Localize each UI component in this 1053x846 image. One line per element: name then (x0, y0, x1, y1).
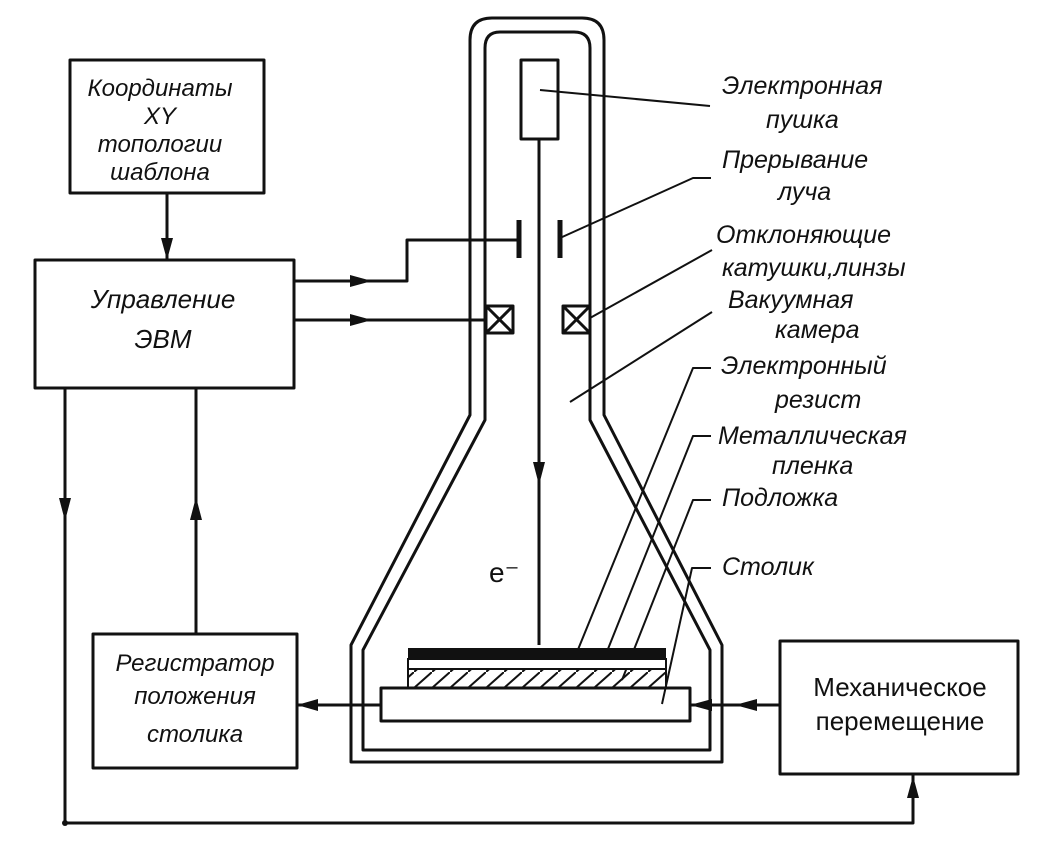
stage (379, 686, 692, 723)
electron-resist-layer (408, 648, 666, 659)
coord-label-1: Координаты (87, 75, 232, 102)
leader-deflection (589, 249, 713, 319)
deflection-coil-left (484, 304, 515, 335)
registrar-label-3: столика (147, 721, 243, 748)
coord-label-4: шаблона (110, 159, 210, 186)
blanking-label-1: Прерывание (722, 146, 868, 174)
leader-vacuum (569, 311, 713, 403)
arrow-registrar-up (190, 497, 202, 520)
arrow-to-computer (161, 238, 173, 260)
substrate-layer (407, 668, 667, 689)
computer-label-2: ЭВМ (134, 324, 191, 354)
arrow-to-stage (690, 699, 712, 711)
gun-label-2: пушка (766, 106, 839, 134)
computer-block (33, 258, 296, 390)
mechanical-block (778, 639, 1020, 776)
computer-label-1: Управление (90, 284, 236, 314)
leader-resist (576, 367, 711, 653)
arrow-to-blanking (350, 275, 372, 287)
stage-label: Столик (722, 553, 815, 581)
vacuum-label-2: камера (775, 316, 860, 344)
arrow-to-mechanical (907, 776, 919, 798)
mechanical-label-1: Механическое (813, 672, 986, 702)
arrow-to-deflection (350, 314, 372, 326)
leader-metal (601, 435, 711, 665)
vacuum-label-1: Вакуумная (728, 286, 854, 314)
mechanical-label-2: перемещение (816, 706, 985, 736)
gun-label-1: Электронная (722, 72, 883, 100)
arrow-from-mechanical (735, 699, 757, 711)
arrow-to-registrar (297, 699, 318, 711)
coord-label-2: XY (143, 103, 178, 130)
arrow-computer-down (59, 498, 71, 521)
electron-symbol: e⁻ (489, 557, 519, 588)
leader-blanking (559, 177, 711, 239)
metal-film-layer (407, 658, 667, 670)
leader-stage (661, 567, 711, 705)
registrar-label-2: положения (134, 683, 256, 710)
leader-substrate (621, 499, 711, 681)
vacuum-chamber-outer (349, 16, 724, 764)
arrow-beam-down (533, 462, 545, 485)
coord-label-3: топологии (98, 131, 223, 158)
blanking-label-2: луча (776, 178, 831, 206)
resist-label-2: резист (774, 386, 861, 414)
leader-gun (539, 89, 711, 107)
deflection-coil-right (561, 304, 592, 335)
registrar-label-1: Регистратор (115, 650, 274, 677)
substrate-label: Подложка (722, 484, 838, 512)
junction-dot (62, 820, 68, 826)
deflection-label-2: катушки,линзы (722, 254, 906, 282)
vacuum-chamber-inner (361, 30, 712, 752)
metal-label-2: пленка (772, 452, 853, 480)
resist-label-1: Электронный (721, 352, 887, 380)
metal-label-1: Металлическая (718, 422, 907, 450)
computer-to-mechanical-line (63, 388, 915, 825)
deflection-label-1: Отклоняющие (716, 221, 891, 249)
electron-gun (519, 58, 560, 141)
